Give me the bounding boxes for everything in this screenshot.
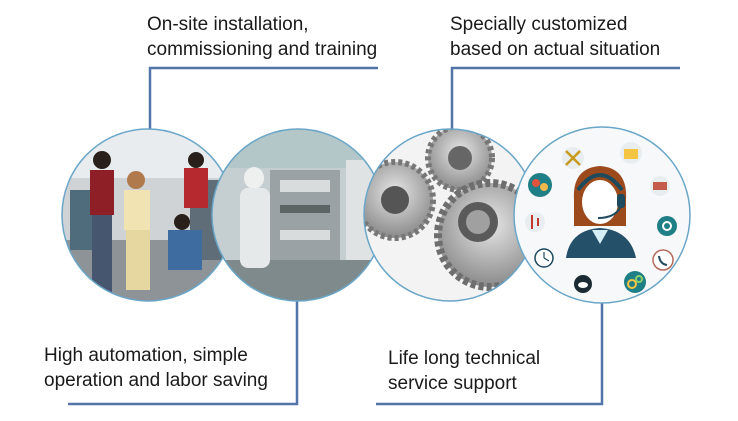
suit	[566, 228, 636, 258]
customer-service-illustration	[513, 126, 691, 304]
caption-automation: High automation, simple operation and la…	[44, 345, 268, 391]
caption-customized: Specially customized based on actual sit…	[450, 14, 661, 60]
connector-lines	[68, 66, 680, 406]
chat-icon	[528, 173, 552, 197]
factory-workers-photo	[62, 129, 234, 301]
signal-icon	[525, 212, 545, 232]
connector-customized	[450, 66, 680, 130]
headset-icon	[576, 173, 624, 192]
connector-automation	[68, 300, 299, 406]
connector-installation	[148, 66, 378, 130]
settings-icon	[657, 216, 677, 236]
caption-installation: On-site installation, commissioning and …	[147, 14, 378, 60]
caption-support: Life long technical service support	[388, 348, 541, 394]
phone-icon	[652, 249, 674, 271]
connector-support	[376, 302, 604, 406]
